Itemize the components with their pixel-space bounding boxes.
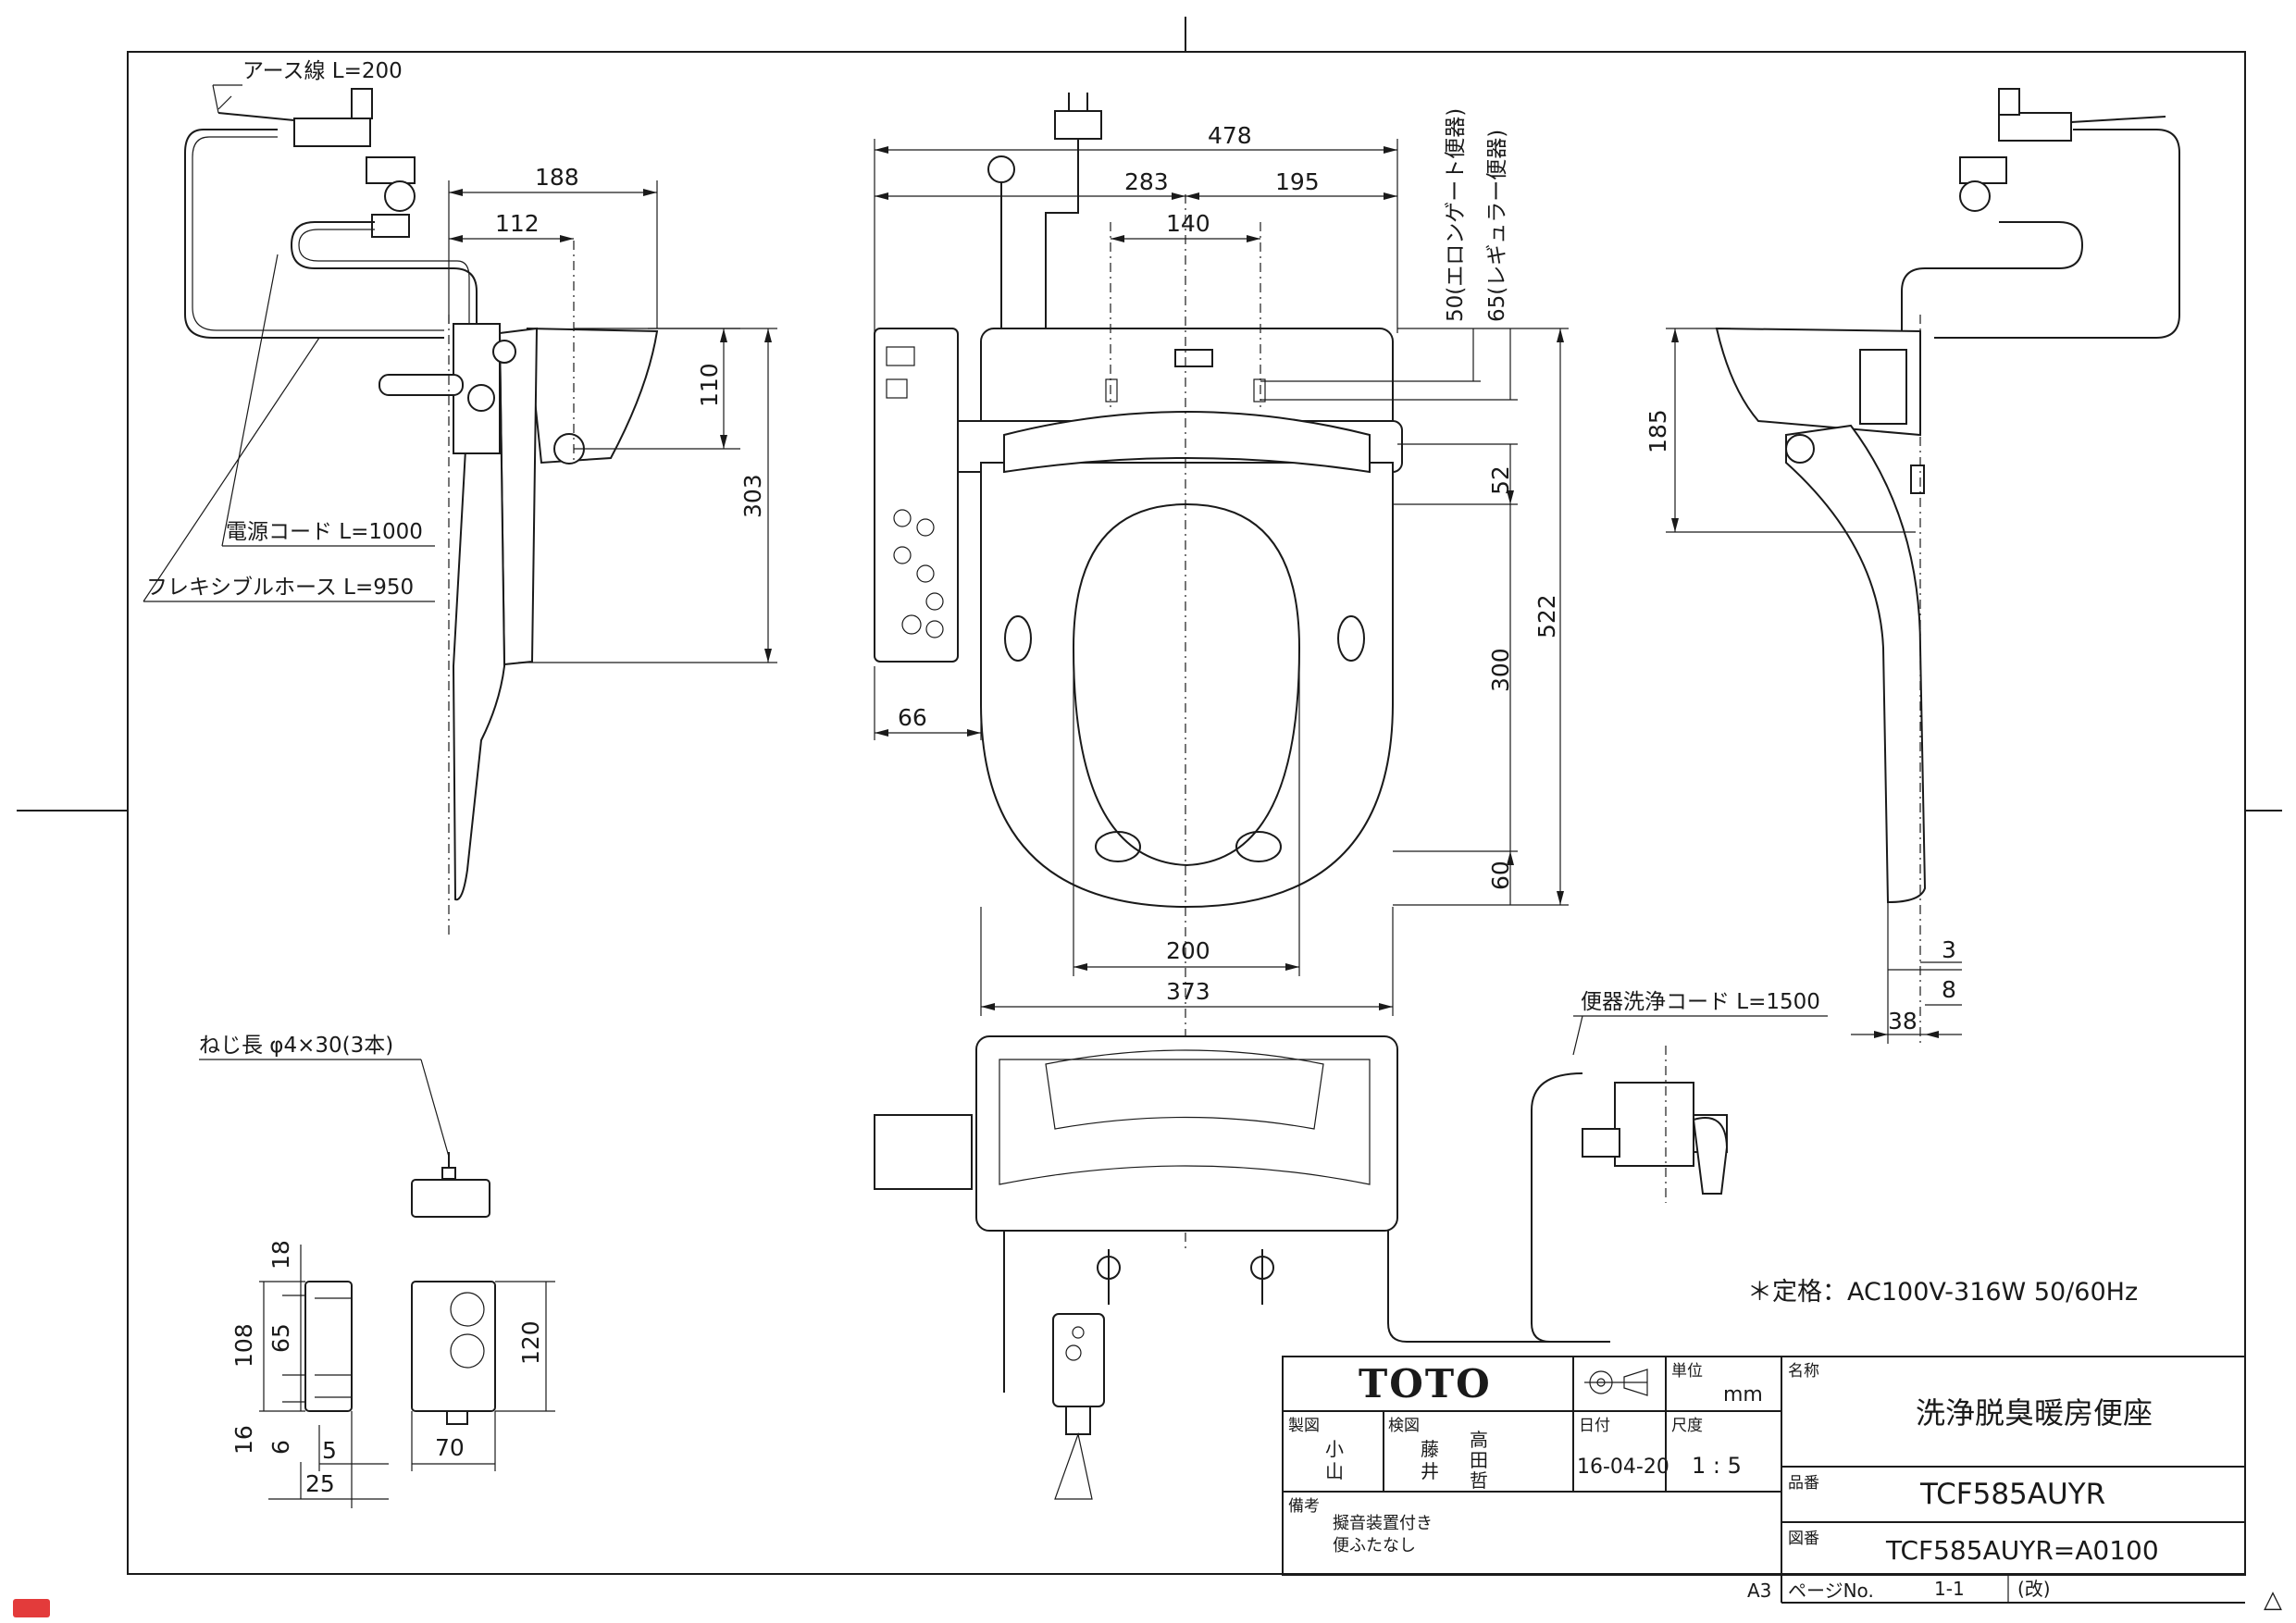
power-cord-label: 電源コード L=1000	[226, 520, 423, 544]
flush-cord-label: 便器洗浄コード L=1500	[1581, 990, 1820, 1014]
drafter-name-1: 小	[1325, 1438, 1344, 1460]
dim-112: 112	[495, 210, 540, 237]
dim-66: 66	[898, 704, 927, 731]
note-1: 擬音装置付き	[1333, 1514, 1433, 1533]
dim-303: 303	[739, 474, 766, 518]
dim-195: 195	[1275, 168, 1320, 195]
drafter-name-2: 山	[1325, 1460, 1344, 1482]
name-label: 名称	[1788, 1362, 1819, 1381]
checker-b-3: 哲	[1470, 1469, 1488, 1492]
page-label: ページNo.	[1788, 1580, 1874, 1602]
paper-size: A3	[1747, 1580, 1771, 1602]
remote-dim-65: 65	[267, 1323, 294, 1353]
dim-regular: 65(レギュラー便器)	[1485, 130, 1509, 322]
screw-detail	[199, 1059, 490, 1218]
flush-cord-view	[1387, 1015, 1828, 1343]
dim-60: 60	[1487, 861, 1514, 890]
dim-110: 110	[696, 363, 723, 407]
dim-38: 38	[1888, 1008, 1917, 1035]
earth-wire-label: アース線 L=200	[242, 59, 403, 83]
part-number: TCF585AUYR	[1919, 1478, 2105, 1511]
dim-185: 185	[1644, 409, 1671, 453]
dim-200: 200	[1166, 937, 1210, 964]
scale-label: 尺度	[1671, 1417, 1703, 1435]
checker-b-2: 田	[1470, 1449, 1488, 1471]
title-block	[1282, 1356, 2246, 1604]
checker-a-1: 藤	[1421, 1438, 1439, 1460]
remote-dim-5: 5	[322, 1437, 337, 1464]
screw-label: ねじ長 φ4×30(3本)	[199, 1034, 393, 1058]
dim-522: 522	[1533, 594, 1560, 638]
drafter-label: 製図	[1288, 1417, 1320, 1435]
logo-mark	[13, 1599, 50, 1617]
date-value: 16-04-20	[1577, 1456, 1669, 1479]
front-view	[874, 93, 1569, 1249]
dim-373: 373	[1166, 978, 1210, 1005]
remote-dim-70: 70	[435, 1434, 465, 1461]
date-label: 日付	[1579, 1417, 1610, 1435]
revision: (改)	[2017, 1578, 2051, 1600]
dim-283: 283	[1124, 168, 1169, 195]
dim-52: 52	[1487, 465, 1514, 495]
remote-dim-18: 18	[267, 1240, 294, 1270]
dim-188: 188	[535, 164, 579, 191]
product-name: 洗浄脱臭暖房便座	[1916, 1395, 2153, 1431]
corner-triangle-mark: △	[2264, 1586, 2282, 1614]
flex-hose-label: フレキシブルホース L=950	[146, 576, 414, 600]
remote-dim-25: 25	[305, 1470, 335, 1497]
unit-value: mm	[1723, 1383, 1763, 1406]
dim-140: 140	[1166, 210, 1210, 237]
left-side-view	[143, 84, 777, 935]
remote-dim-108: 108	[230, 1323, 257, 1368]
right-side-view	[1666, 88, 2180, 1046]
unit-label: 単位	[1671, 1362, 1703, 1381]
dim-478: 478	[1208, 122, 1252, 149]
part-label: 品番	[1788, 1474, 1819, 1493]
checker-label: 検図	[1388, 1417, 1420, 1435]
remote-detail	[259, 1245, 555, 1508]
note-2: 便ふたなし	[1333, 1536, 1416, 1555]
rating-note: ＊定格：AC100V-316W 50/60Hz	[1747, 1278, 2138, 1307]
scale-value: 1 : 5	[1692, 1453, 1742, 1479]
page-number: 1-1	[1934, 1578, 1965, 1600]
checker-b-1: 高	[1470, 1429, 1488, 1451]
remote-dim-6: 6	[267, 1440, 294, 1455]
dim-elongate: 50(エロンゲート便器)	[1444, 108, 1468, 322]
dim-300: 300	[1487, 648, 1514, 692]
brand-logo: TOTO	[1359, 1361, 1492, 1406]
checker-a-2: 井	[1421, 1460, 1439, 1482]
drawing-label: 図番	[1788, 1530, 1819, 1548]
notes-label: 備考	[1288, 1497, 1320, 1516]
bottom-front-view	[874, 1035, 1398, 1500]
dim-8: 8	[1942, 976, 1956, 1003]
remote-dim-120: 120	[517, 1320, 544, 1365]
drawing-number: TCF585AUYR=A0100	[1885, 1535, 2159, 1566]
dim-3: 3	[1942, 936, 1956, 963]
remote-dim-16: 16	[230, 1425, 257, 1455]
